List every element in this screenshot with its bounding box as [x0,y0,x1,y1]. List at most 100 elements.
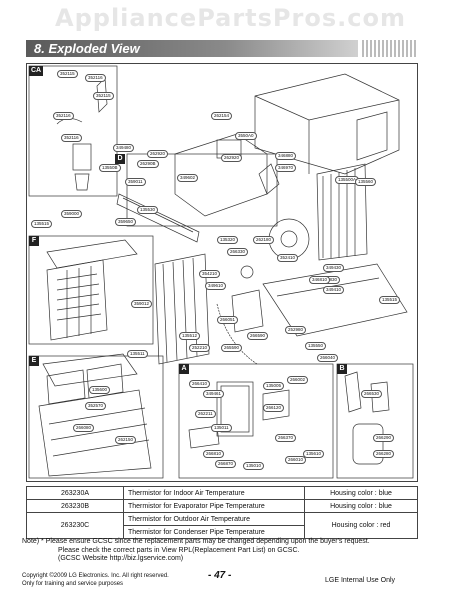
part-callout: 349461 [203,390,225,398]
part-callout: 346810 [309,276,331,284]
part-number: 263230C [26,512,124,539]
part-callout: 13550B [99,164,121,172]
part-callout: 135560 [355,178,377,186]
section-label-a: A [179,364,189,374]
part-callout: 135005 [263,382,285,390]
page-number: - 47 - [208,570,232,581]
part-callout: 349602 [177,174,199,182]
part-callout: 266051 [217,316,239,324]
part-callout: 262920 [147,150,169,158]
part-callout: 266280 [373,450,395,458]
part-callout: 252210 [189,344,211,352]
cabinet-case [254,73,400,175]
part-callout: 135600 [89,386,111,394]
evaporator-coil [154,253,210,365]
part-callout: 135530 [137,206,159,214]
part-callout: 26290B [137,160,159,168]
fan-shroud [268,218,310,260]
part-callout: 262154 [211,112,233,120]
section-label-d: D [115,154,125,164]
header-tab-decoration [362,40,418,57]
part-callout: 135512 [179,332,201,340]
part-callout: 352116 [61,134,82,142]
exploded-view-frame: CA D F E A B 352115 352116 352115 352116 352… [26,63,418,482]
section-label-e: E [29,356,39,366]
part-number: 263230A [26,486,124,500]
part-callout: 265590 [221,344,243,352]
part-callout: 359000 [61,210,83,218]
part-callout: 135511 [127,350,148,358]
part-callout: 262920 [221,154,243,162]
part-callout: 135550 [305,342,327,350]
part-description: Thermistor for Indoor Air Temperature [123,486,305,500]
note-line: (GCSC Website http://biz.lgservice.com) [58,555,184,562]
part-callout: 266370 [275,434,297,442]
motor [258,163,280,195]
section-label-f: F [29,236,39,246]
inset-f [28,235,154,345]
part-callout: 266080 [73,424,95,432]
part-callout: 352410 [277,254,299,262]
part-callout: 352116 [85,74,106,82]
section-title: 8. Exploded View [34,41,140,56]
internal-use-label: LGE Internal Use Only [325,577,396,584]
part-callout: 3550A0 [235,132,257,140]
part-callout: 266040 [317,354,339,362]
part-callout: 135010 [243,462,265,470]
part-callout: 266590 [247,332,269,340]
inset-d-area [126,153,278,227]
section-label-ca: CA [29,66,43,76]
compressor [352,423,384,465]
filter-top [46,239,138,269]
part-callout: 266410 [189,380,211,388]
housing-color: Housing color : blue [304,499,418,513]
part-callout: 349430 [323,264,345,272]
part-callout: 135515 [379,296,401,304]
inset-e [28,355,164,479]
part-callout: 266120 [263,404,285,412]
control-box-ca [72,143,92,171]
grille-panel [46,259,108,341]
part-callout: 252980 [285,326,307,334]
part-callout: 266290 [373,434,395,442]
part-description: Thermistor for Condenser Pipe Temperatur… [123,525,305,539]
table-row: 263230B Thermistor for Evaporator Pipe T… [26,499,418,513]
part-callout: 352116 [53,112,74,120]
front-panel [38,389,152,477]
part-callout: 135011 [211,424,232,432]
part-callout: 135515 [31,220,53,228]
part-number: 263230B [26,499,124,513]
table-row: 263230C Thermistor for Outdoor Air Tempe… [26,512,418,539]
part-callout: 262211 [195,410,216,418]
part-callout: 346970 [275,164,297,172]
cross-flow-fan [116,193,200,243]
usage-text: Only for training and service purposes [22,581,124,587]
part-callout: 354210 [199,270,221,278]
housing-color: Housing color : blue [304,486,418,500]
inset-ca [28,65,118,197]
part-callout: 352115 [57,70,78,78]
watermark: AppliancePartsPros.com [55,4,406,32]
pcb-a [216,381,254,437]
part-callout: 266010 [285,456,307,464]
table-row: 263230A Thermistor for Indoor Air Temper… [26,486,418,500]
table-row: Thermistor for Condenser Pipe Temperatur… [27,525,418,539]
part-callout: 135320 [217,236,239,244]
part-callout: 352115 [93,92,114,100]
part-callout: 266002 [287,376,309,384]
housing-color: Housing color : red [304,512,418,539]
control-box-main [231,289,264,333]
part-callout: 359650 [115,218,137,226]
note-line: Note) * Please ensure GCSC since the rep… [22,538,370,545]
inset-b [336,363,414,479]
part-callout: 359012 [131,300,153,308]
part-callout: 349480 [113,144,135,152]
section-label-b: B [337,364,347,374]
part-description: Thermistor for Evaporator Pipe Temperatu… [123,499,305,513]
part-callout: 135610 [303,450,325,458]
filter-right [86,363,124,399]
part-callout: 266870 [215,460,237,468]
part-callout: 352570 [85,402,107,410]
part-callout: 349410 [323,286,345,294]
part-callout: 266330 [227,248,249,256]
